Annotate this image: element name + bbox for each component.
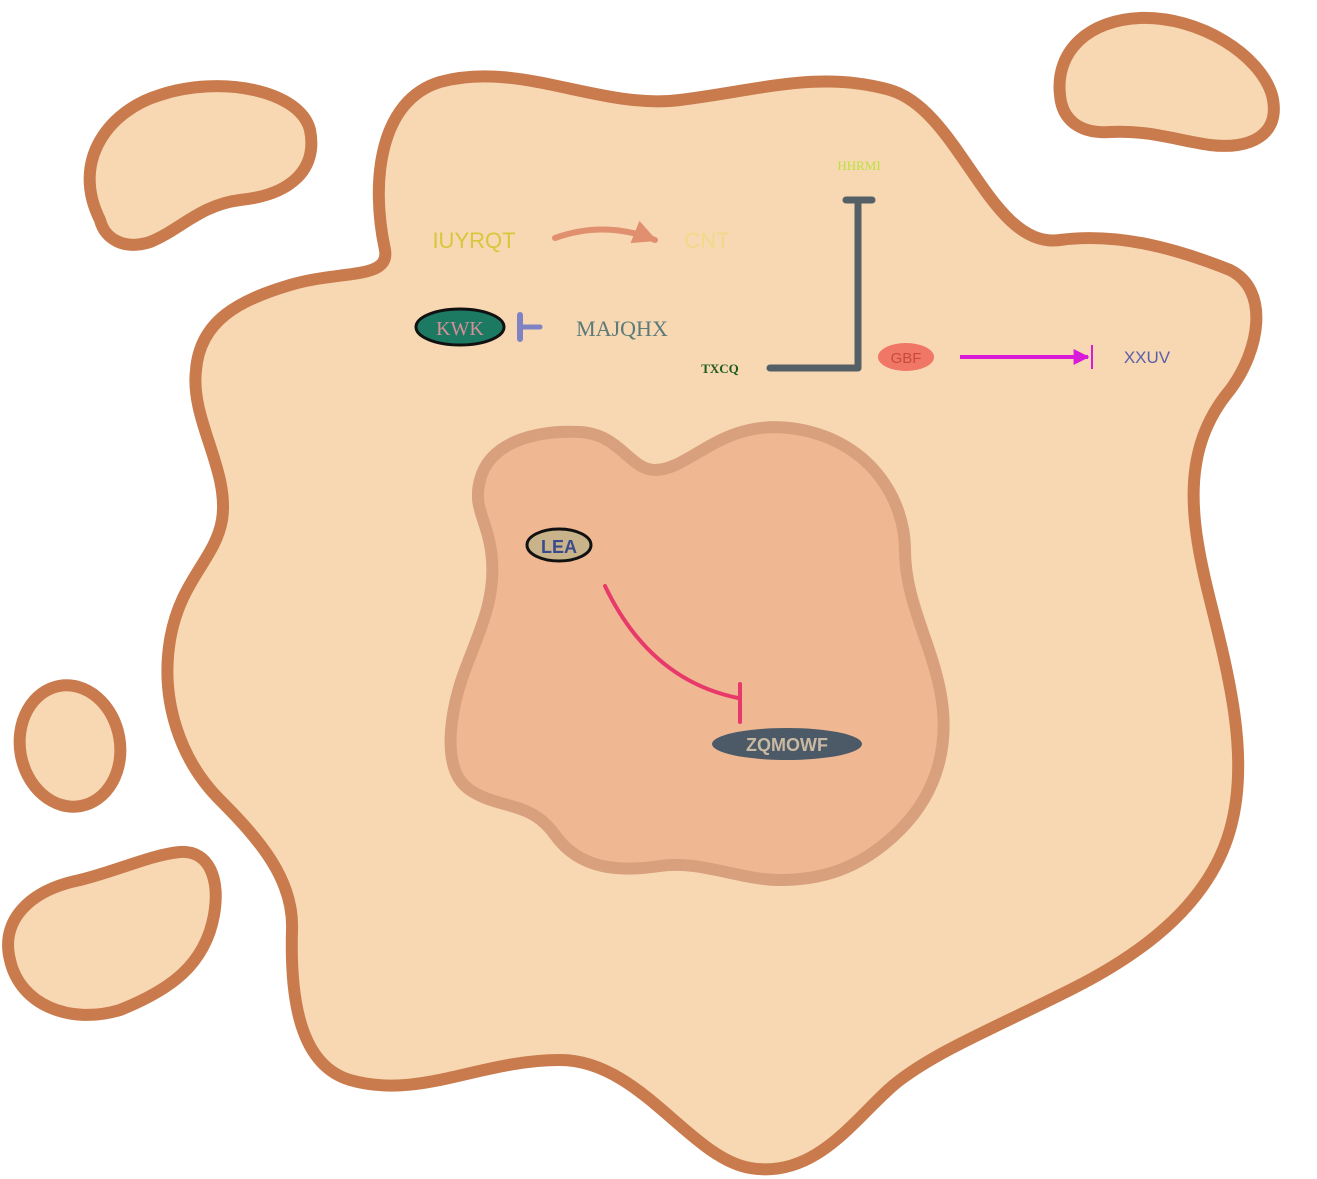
edge-majqhx-kwk [517,312,543,342]
node-label-iuyrqt: IUYRQT [432,228,515,253]
node-label-zqmowf: ZQMOWF [746,735,828,755]
node-label-hhrmi: HHRMI [837,158,880,173]
vesicle-bottom-left [2,845,222,1021]
zqmowf-node-shape [712,728,862,760]
node-label-cnt: CNT [684,228,729,253]
node-label-xxuv: XXUV [1124,348,1171,367]
node-label-majqhx: MAJQHX [576,316,668,341]
vesicle-top-right [1053,11,1280,152]
node-label-kwk: KWK [436,318,484,340]
edge-txcq-hhrmi [766,196,876,372]
vesicle-top-left [83,80,318,251]
edge-lea-zqmowf [603,584,742,724]
vesicle-left [13,679,127,813]
nucleus [444,421,950,887]
gbf-node-shape [878,343,934,371]
node-label-gbf: GBF [891,350,922,367]
kwk-node-shape [414,307,506,347]
edge-iuyrqt-cnt [552,220,658,244]
node-label-lea: LEA [541,537,577,557]
lea-node-shape [525,527,593,563]
node-label-txcq: TXCQ [701,361,739,376]
